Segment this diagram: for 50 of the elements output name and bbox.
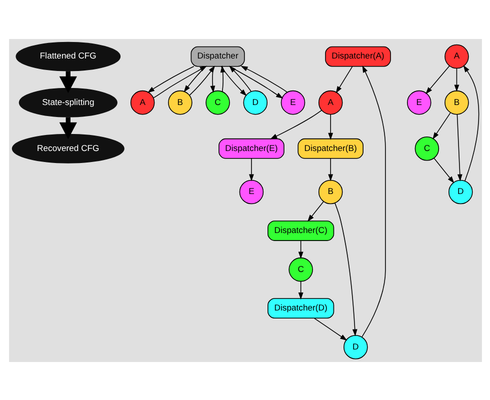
arrow — [361, 64, 386, 337]
node-circle: D — [242, 90, 268, 114]
arrow — [188, 65, 215, 96]
node-circle: C — [414, 136, 439, 160]
arrow — [433, 157, 454, 183]
node-circle: E — [406, 90, 431, 114]
node-circle: A — [130, 90, 154, 114]
node-circle: C — [288, 256, 312, 282]
node-ellipse: State-splitting — [18, 87, 117, 117]
arrow — [454, 67, 459, 92]
arrow — [328, 113, 333, 140]
arrow — [210, 66, 215, 92]
node-box: Dispatcher(C) — [267, 220, 334, 240]
arrow — [456, 114, 462, 181]
node-circle: A — [444, 44, 468, 68]
arrow — [146, 65, 194, 92]
node-ellipse: Recovered CFG — [11, 133, 124, 163]
arrow — [298, 240, 303, 258]
arrow — [432, 112, 450, 139]
node-circle: D — [448, 179, 472, 204]
arrow — [334, 202, 357, 336]
arrow — [328, 158, 333, 181]
arrow — [228, 65, 283, 98]
arrow — [298, 280, 303, 300]
arrow — [335, 66, 352, 93]
node-circle: B — [444, 90, 468, 114]
arrow — [220, 64, 225, 92]
arrow — [313, 317, 347, 340]
arrow — [152, 65, 207, 98]
node-box: Dispatcher(A) — [324, 46, 390, 66]
node-box: Dispatcher(E) — [218, 138, 284, 158]
arrow — [425, 65, 450, 94]
node-circle: E — [238, 179, 264, 204]
arrow — [240, 65, 288, 92]
node-ellipse: Flattened CFG — [15, 41, 120, 71]
node-circle: A — [318, 90, 342, 114]
node-circle: D — [343, 334, 368, 359]
arrow — [462, 64, 479, 181]
arrow — [306, 200, 324, 222]
node-box: Dispatcher — [190, 46, 244, 66]
node-circle: C — [205, 90, 230, 114]
node-circle: B — [168, 90, 192, 114]
arrow — [248, 158, 254, 181]
arrow — [228, 65, 251, 92]
arrow — [270, 109, 322, 139]
node-circle: B — [318, 179, 342, 204]
arrow — [220, 66, 246, 96]
node-box: Dispatcher(D) — [267, 298, 334, 318]
node-circle: E — [280, 90, 305, 114]
node-box: Dispatcher(B) — [297, 138, 363, 158]
